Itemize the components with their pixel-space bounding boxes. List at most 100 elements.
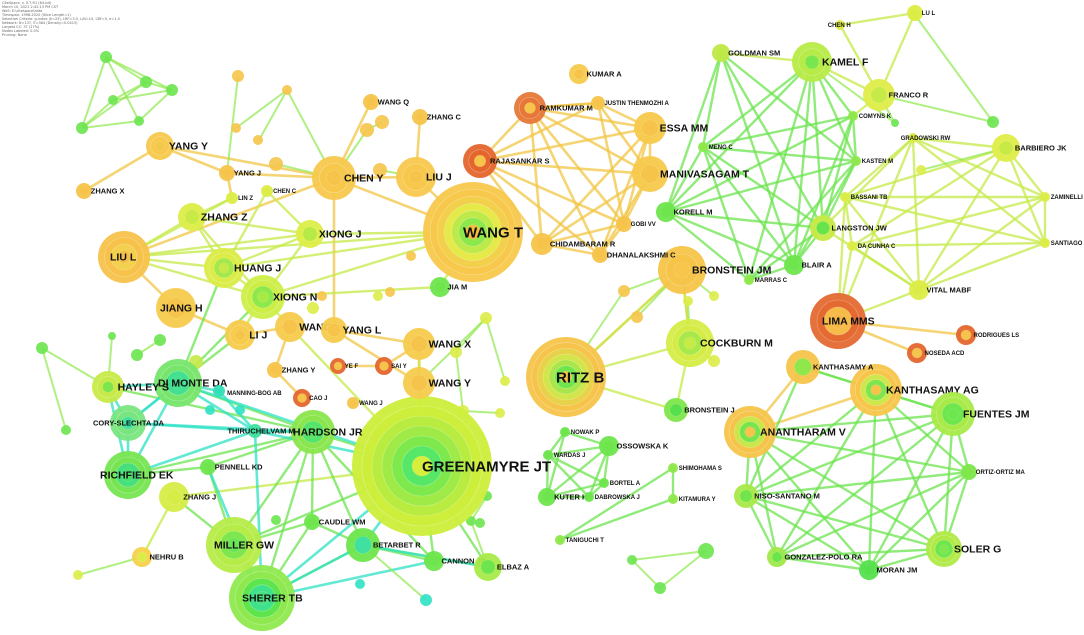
unlabeled-author-node[interactable] (282, 85, 292, 95)
author-node[interactable]: MILLER GW (206, 517, 274, 573)
author-node[interactable]: GREENAMYRE JT (352, 396, 551, 536)
author-node[interactable]: DABROWSKA J (584, 492, 640, 502)
author-node[interactable]: GRADOWSKI RW (901, 133, 951, 143)
author-node[interactable]: SOLER G (926, 531, 1001, 567)
author-node[interactable]: KORELL M (656, 202, 713, 222)
author-node[interactable]: SANTIAGO RM (1040, 238, 1084, 248)
author-node[interactable]: LIU L (98, 231, 150, 283)
unlabeled-author-node[interactable] (916, 165, 926, 175)
author-node[interactable]: RAJASANKAR S (463, 144, 550, 178)
author-node[interactable]: RAMKUMAR M (514, 92, 593, 124)
author-node[interactable]: CHEN H (828, 20, 851, 30)
author-node[interactable]: COCKBURN M (666, 319, 773, 367)
author-node[interactable]: XIONG J (296, 220, 362, 248)
unlabeled-author-node[interactable] (709, 291, 719, 301)
author-node[interactable]: WANG T (423, 182, 523, 282)
author-node[interactable]: KANTHASAMY A (786, 350, 874, 384)
author-node[interactable]: ZHANG J (159, 482, 216, 512)
unlabeled-author-node[interactable] (631, 311, 643, 323)
author-node[interactable]: DA CUNHA C (847, 241, 896, 251)
author-node[interactable]: YANG J (219, 165, 261, 181)
author-node[interactable]: SAI Y (375, 357, 407, 375)
author-node[interactable]: ZAMINELLI T (1040, 192, 1084, 202)
author-node[interactable]: RICHFIELD EK (100, 451, 174, 499)
author-node[interactable]: ANANTHARAM V (724, 406, 846, 458)
author-node[interactable]: KAMEL F (792, 42, 869, 82)
author-node[interactable]: CHEN Y (312, 156, 383, 200)
author-node[interactable]: BORTEL A (599, 478, 641, 488)
author-node[interactable]: BLAIR A (784, 255, 832, 275)
author-node[interactable]: GOBI VV (616, 216, 656, 232)
author-node[interactable]: BARBIERO JK (992, 134, 1067, 162)
author-node[interactable]: ESSA MM (634, 112, 708, 144)
author-node[interactable]: XIONG N (241, 275, 317, 319)
author-node[interactable]: CHIDAMBARAM R (531, 233, 616, 255)
unlabeled-author-node[interactable] (466, 516, 476, 526)
author-node[interactable]: MANNING-BOG AB (213, 385, 282, 397)
unlabeled-author-node[interactable] (134, 116, 144, 126)
unlabeled-author-node[interactable] (235, 405, 245, 415)
unlabeled-author-node[interactable] (373, 291, 383, 301)
unlabeled-author-node[interactable] (307, 302, 319, 314)
author-node[interactable]: PENNELL KD (200, 459, 263, 475)
author-node[interactable]: SHERER TB (229, 565, 303, 631)
author-node[interactable]: LANGSTON JW (810, 215, 888, 241)
author-node[interactable]: LIU J (396, 157, 452, 197)
author-node[interactable]: LI J (225, 320, 267, 350)
author-node[interactable]: CAUDLE WM (304, 514, 365, 530)
author-node[interactable]: BRONSTEIN J (664, 398, 735, 422)
author-node[interactable]: CAO J (293, 389, 327, 407)
author-node[interactable]: GONZALEZ-POLO RA (767, 547, 863, 567)
author-node[interactable]: JIANG H (156, 288, 203, 328)
unlabeled-author-node[interactable] (375, 115, 389, 129)
unlabeled-author-node[interactable] (269, 157, 283, 171)
unlabeled-author-node[interactable] (61, 425, 71, 435)
author-node[interactable]: BETARBET R (346, 528, 421, 562)
unlabeled-author-node[interactable] (76, 122, 88, 134)
unlabeled-author-node[interactable] (420, 594, 432, 606)
author-node[interactable]: FRANCO R (863, 79, 929, 111)
author-node[interactable]: CANNON JR (424, 551, 487, 571)
author-node[interactable]: YANG L (321, 317, 382, 343)
author-node[interactable]: ELBAZ A (474, 553, 530, 581)
author-node[interactable]: MENG C (698, 142, 733, 152)
author-node[interactable]: THIRUCHELVAM M (227, 424, 295, 438)
unlabeled-author-node[interactable] (891, 119, 899, 127)
unlabeled-author-node[interactable] (698, 543, 714, 559)
author-node[interactable]: ORTIZ-ORTIZ MA (961, 464, 1025, 480)
unlabeled-author-node[interactable] (36, 342, 48, 354)
author-node[interactable]: YANG Y (146, 132, 208, 160)
unlabeled-author-node[interactable] (140, 76, 152, 88)
author-node[interactable]: LU L (907, 5, 935, 21)
author-node[interactable]: GOLDMAN SM (712, 44, 780, 62)
unlabeled-author-node[interactable] (271, 515, 281, 525)
author-node[interactable]: BRONSTEIN JM (658, 246, 772, 294)
author-node[interactable]: RITZ B (526, 337, 606, 417)
author-node[interactable]: WANG Y (403, 367, 471, 399)
author-node[interactable]: DI MONTE DA (154, 359, 228, 407)
unlabeled-author-node[interactable] (987, 116, 999, 128)
author-node[interactable]: ZHANG C (412, 109, 462, 125)
author-node[interactable]: MORAN JM (859, 560, 917, 580)
author-node[interactable]: RODRIGUES LS (956, 325, 1019, 345)
author-node[interactable]: FUENTES JM (931, 392, 1030, 436)
unlabeled-author-node[interactable] (317, 291, 327, 301)
unlabeled-author-node[interactable] (253, 135, 263, 145)
unlabeled-author-node[interactable] (385, 287, 395, 297)
author-node[interactable]: LIN Z (226, 192, 253, 204)
author-node[interactable]: MANIVASAGAM T (632, 156, 750, 192)
unlabeled-author-node[interactable] (360, 123, 374, 137)
unlabeled-author-node[interactable] (475, 518, 485, 528)
author-node[interactable]: NOWAK P (560, 427, 599, 437)
author-node[interactable]: HARDSON JR (291, 410, 363, 454)
author-node[interactable]: ZHANG Y (267, 362, 315, 378)
unlabeled-author-node[interactable] (406, 251, 416, 261)
unlabeled-author-node[interactable] (108, 332, 116, 340)
author-node[interactable]: NOSEDA ACD (907, 343, 965, 363)
unlabeled-author-node[interactable] (627, 555, 637, 565)
author-node[interactable]: CHEN C (261, 185, 297, 197)
author-node[interactable]: WANG X (403, 328, 471, 360)
unlabeled-author-node[interactable] (108, 95, 118, 105)
author-node[interactable]: WANG Q (363, 94, 409, 110)
